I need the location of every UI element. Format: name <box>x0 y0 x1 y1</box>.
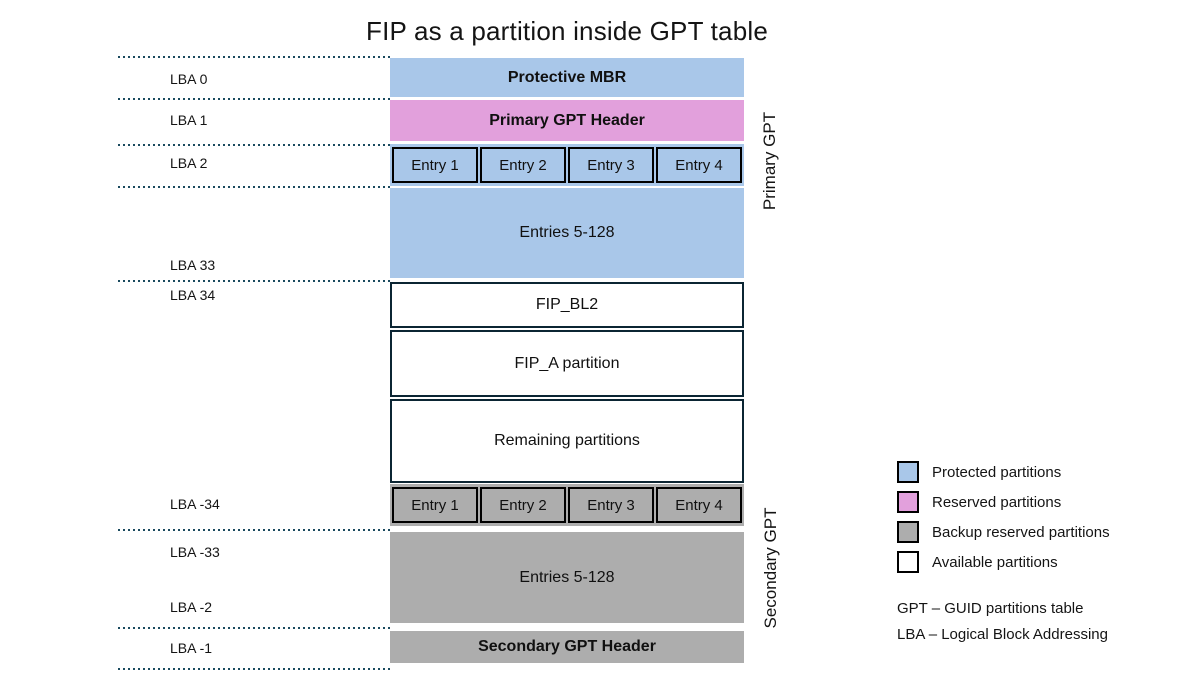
lba-label-0: LBA 0 <box>170 71 208 87</box>
dotted-line <box>118 668 390 670</box>
primary-entry-1: Entry 1 <box>392 147 478 183</box>
legend-label: Protected partitions <box>932 463 1062 481</box>
primary-gpt-section-label: Primary GPT <box>760 111 779 211</box>
legend-item-backup: Backup reserved partitions <box>897 521 1110 543</box>
block-primary-gpt-header: Primary GPT Header <box>390 100 744 141</box>
backup-color-swatch <box>897 521 919 543</box>
primary-entry-4: Entry 4 <box>656 147 742 183</box>
block-fip-bl2: FIP_BL2 <box>390 282 744 328</box>
dotted-line <box>118 280 390 282</box>
block-secondary-entries-rest: Entries 5-128 <box>390 532 744 623</box>
note-gpt: GPT – GUID partitions table <box>897 600 1084 617</box>
dotted-line <box>118 98 390 100</box>
block-primary-entries-rest: Entries 5-128 <box>390 188 744 278</box>
dotted-line <box>118 529 390 531</box>
dotted-line <box>118 144 390 146</box>
secondary-entry-3: Entry 3 <box>568 487 654 523</box>
lba-label-33: LBA 33 <box>170 257 216 273</box>
lba-label-n2: LBA -2 <box>170 599 213 615</box>
dotted-line <box>118 56 390 58</box>
dotted-line <box>118 627 390 629</box>
protected-color-swatch <box>897 461 919 483</box>
block-secondary-entry-row: Entry 1 Entry 2 Entry 3 Entry 4 <box>390 484 744 526</box>
lba-label-34: LBA 34 <box>170 287 216 303</box>
secondary-entry-4: Entry 4 <box>656 487 742 523</box>
block-fip-a-partition: FIP_A partition <box>390 330 744 397</box>
dotted-line <box>118 186 390 188</box>
block-primary-entry-row: Entry 1 Entry 2 Entry 3 Entry 4 <box>390 144 744 186</box>
block-secondary-gpt-header: Secondary GPT Header <box>390 631 744 663</box>
legend-label: Backup reserved partitions <box>932 523 1110 541</box>
available-color-swatch <box>897 551 919 573</box>
primary-entry-3: Entry 3 <box>568 147 654 183</box>
diagram-title: FIP as a partition inside GPT table <box>365 16 769 46</box>
legend-item-protected: Protected partitions <box>897 461 1110 483</box>
primary-entry-2: Entry 2 <box>480 147 566 183</box>
lba-label-n34: LBA -34 <box>170 496 220 512</box>
note-lba: LBA – Logical Block Addressing <box>897 626 1108 643</box>
legend-item-reserved: Reserved partitions <box>897 491 1110 513</box>
lba-label-n1: LBA -1 <box>170 640 213 656</box>
secondary-gpt-section-label: Secondary GPT <box>761 507 780 629</box>
secondary-entry-2: Entry 2 <box>480 487 566 523</box>
secondary-entry-1: Entry 1 <box>392 487 478 523</box>
legend-item-available: Available partitions <box>897 551 1110 573</box>
lba-label-2: LBA 2 <box>170 155 208 171</box>
lba-label-1: LBA 1 <box>170 112 208 128</box>
reserved-color-swatch <box>897 491 919 513</box>
block-remaining-partitions: Remaining partitions <box>390 399 744 483</box>
legend: Protected partitions Reserved partitions… <box>897 461 1110 573</box>
lba-label-n33: LBA -33 <box>170 544 220 560</box>
legend-label: Reserved partitions <box>932 493 1062 511</box>
block-protective-mbr: Protective MBR <box>390 58 744 97</box>
legend-label: Available partitions <box>932 553 1058 571</box>
